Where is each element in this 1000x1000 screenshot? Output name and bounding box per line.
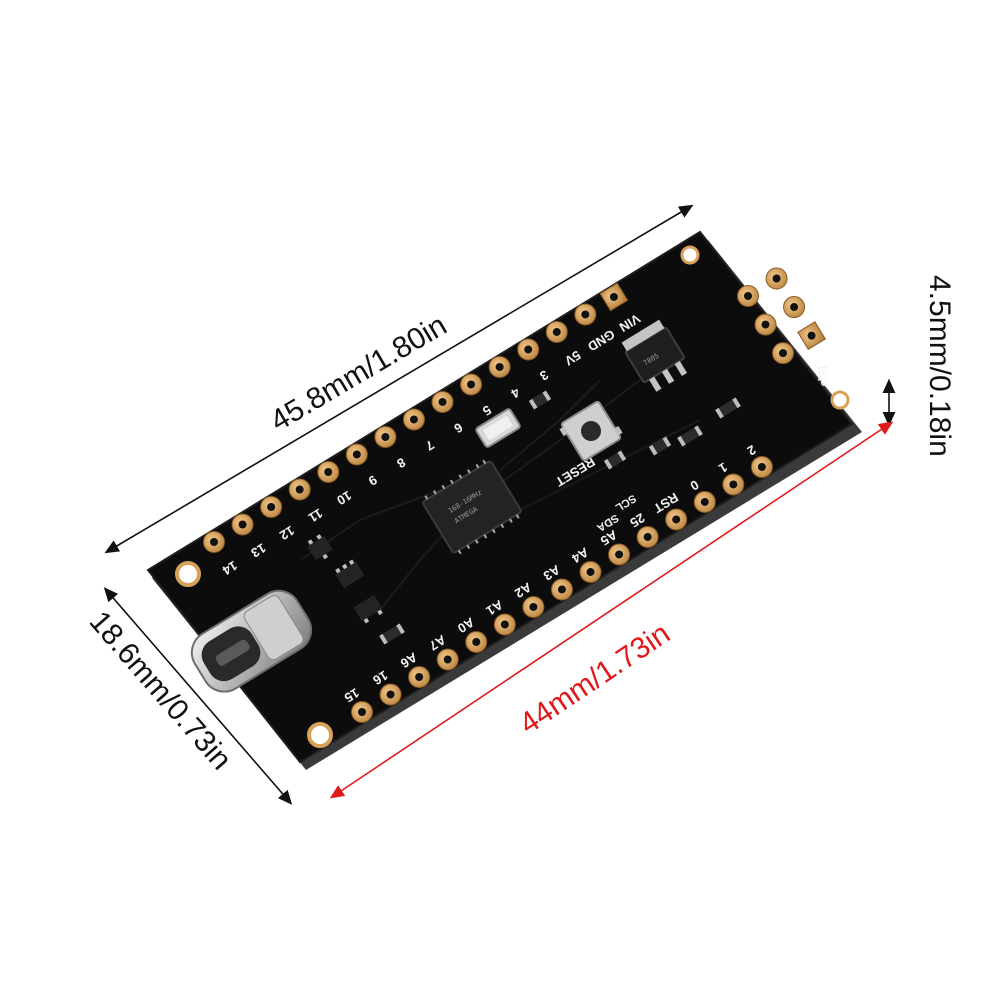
pin-hole	[790, 303, 799, 312]
pin-label: A7	[426, 632, 448, 653]
pin-hole	[358, 708, 366, 716]
pin-hole	[267, 502, 276, 511]
pin-hole	[700, 497, 709, 506]
pin-hole	[615, 550, 624, 559]
pin-label: A2	[512, 580, 534, 601]
length-bottom-arrow	[329, 421, 894, 799]
pin-label: ISP	[815, 366, 830, 387]
pin-label: A0	[455, 615, 477, 636]
pin-hole	[324, 467, 333, 476]
pin-label: A5	[598, 527, 620, 548]
pin-hole	[744, 292, 752, 300]
pin-label: 25	[627, 510, 647, 530]
pin-hole	[409, 415, 418, 424]
pin-hole	[295, 485, 304, 494]
pin-hole	[443, 655, 452, 664]
pin-hole	[581, 310, 590, 319]
pin-hole	[552, 327, 561, 336]
pin-hole	[529, 602, 538, 611]
mount-hole	[830, 390, 850, 410]
pcb-board: 141312111098765435VGNDVIN1516A6A7A0A1A2A…	[146, 230, 862, 770]
thickness-label: 4.5mm/0.18in	[923, 275, 956, 457]
pin-hole	[495, 362, 504, 371]
pin-headers	[203, 267, 827, 723]
pin-hole	[500, 620, 509, 629]
mcu-chip: 168-16MHz ATMEGA	[422, 459, 522, 555]
pin-hole	[772, 274, 781, 283]
mount-hole	[680, 245, 700, 265]
pin-hole	[210, 538, 218, 546]
width-arrow	[103, 587, 293, 805]
pin-label: 12	[277, 523, 297, 543]
pin-label: A1	[484, 597, 506, 618]
usb-c-connector	[190, 589, 313, 693]
pin-hole	[238, 520, 247, 529]
reset-button	[559, 400, 623, 462]
crystal-oscillator	[475, 408, 521, 448]
pin-hole	[807, 331, 816, 340]
pin-hole	[467, 380, 476, 389]
pin-hole	[672, 515, 681, 524]
pin-hole	[779, 349, 788, 358]
pin-label: A6	[398, 650, 420, 671]
pin-hole	[586, 567, 595, 576]
voltage-regulator: 7805	[621, 319, 688, 392]
mount-hole	[175, 561, 201, 587]
pin-hole	[415, 672, 424, 681]
pin-hole	[386, 690, 395, 699]
pin-hole	[381, 432, 390, 441]
length-top-arrow	[104, 204, 694, 554]
pin-hole	[352, 450, 361, 459]
pin-hole	[609, 292, 618, 301]
mount-hole	[307, 722, 333, 748]
pin-hole	[524, 345, 533, 354]
pin-label: 13	[248, 540, 268, 560]
pin-label: 11	[306, 506, 326, 526]
smd-components	[307, 390, 741, 645]
pin-hole	[729, 480, 738, 489]
pin-hole	[643, 532, 652, 541]
pin-hole	[472, 637, 481, 646]
pin-label: 10	[334, 488, 354, 508]
pin-hole	[757, 462, 766, 471]
pin-label: 15	[342, 685, 362, 705]
pin-hole	[438, 397, 447, 406]
silkscreen-labels: 141312111098765435VGNDVIN1516A6A7A0A1A2A…	[219, 311, 830, 706]
pin-label: 16	[370, 668, 390, 688]
pin-hole	[557, 585, 566, 594]
pin-hole	[761, 320, 770, 329]
length-bottom-label: 44mm/1.73in	[514, 617, 676, 741]
pin-label: 5V	[562, 347, 584, 368]
pin-label: A3	[541, 562, 563, 583]
dimension-lines	[103, 204, 896, 805]
